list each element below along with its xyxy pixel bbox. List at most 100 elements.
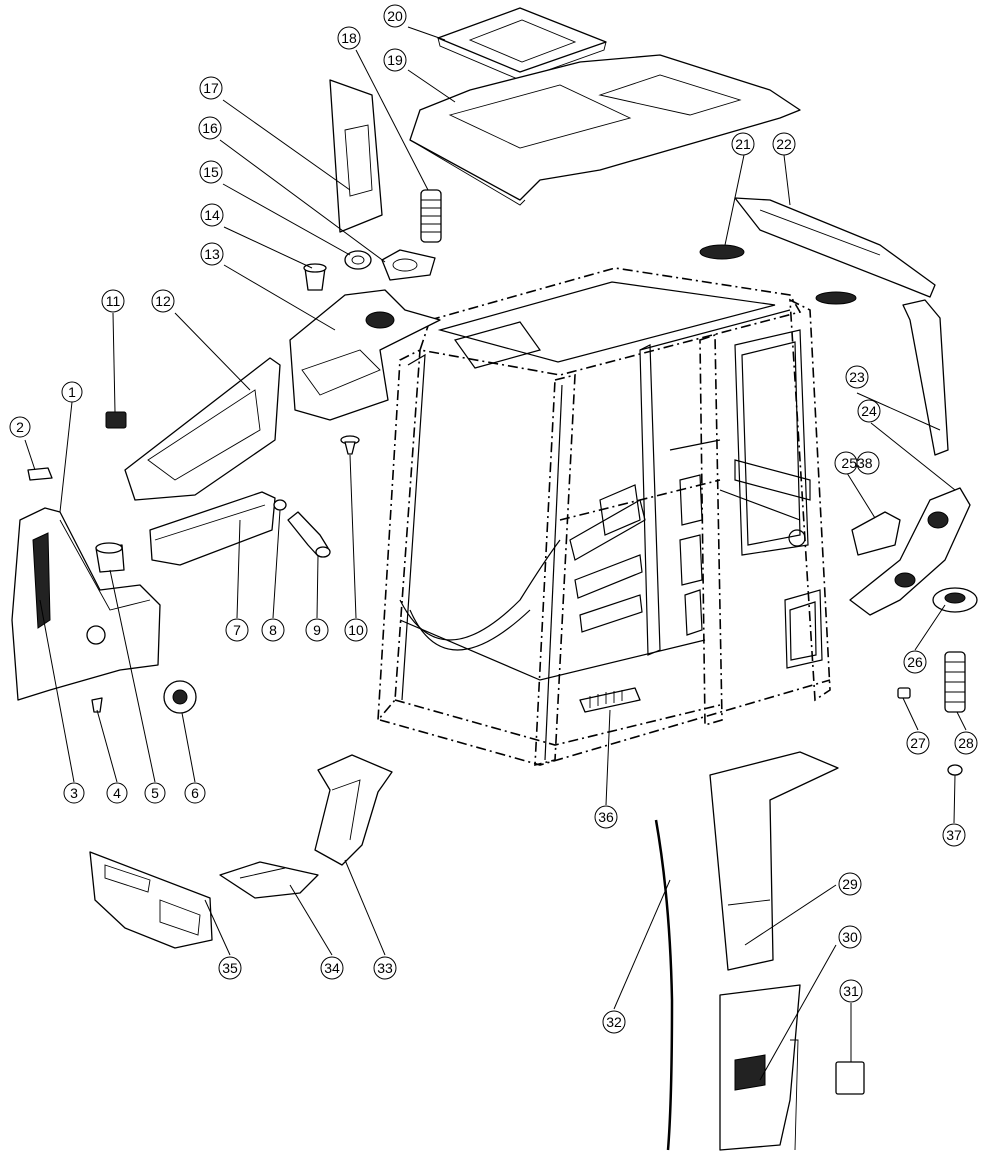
callout-label: 33 <box>377 960 393 976</box>
part-21-dome-lamp <box>699 244 745 260</box>
callout-10: 10 <box>344 618 368 642</box>
callout-5: 5 <box>144 782 166 804</box>
part-6-knob <box>163 680 197 714</box>
callout-28: 28 <box>954 731 978 755</box>
part-11-small-switch <box>105 411 127 429</box>
callout-label: 19 <box>387 52 403 68</box>
part-7-lower-trim-panel <box>149 491 276 566</box>
callout-label: 31 <box>843 983 859 999</box>
callout-label: 1 <box>68 384 76 400</box>
part-33-console-shroud <box>314 754 393 866</box>
callout-31: 31 <box>839 979 863 1003</box>
callout-label: 9 <box>313 622 321 638</box>
callout-8: 8 <box>261 618 285 642</box>
callout-label: 27 <box>910 735 926 751</box>
callout-label: 2538 <box>841 455 872 471</box>
callout-label: 34 <box>324 960 340 976</box>
callout-label: 6 <box>191 785 199 801</box>
part-34-floor-plate <box>219 861 319 899</box>
callout-4: 4 <box>106 782 128 804</box>
callout-label: 26 <box>907 654 923 670</box>
part-37-hose-clamp <box>947 764 963 776</box>
callout-34: 34 <box>320 956 344 980</box>
part-25-38-vent <box>851 511 901 556</box>
callout-label: 20 <box>387 8 403 24</box>
callout-label: 5 <box>151 785 159 801</box>
callout-label: 7 <box>233 622 241 638</box>
callout-label: 2 <box>16 419 24 435</box>
callout-15: 15 <box>199 160 223 184</box>
part-19-roof-panel <box>409 54 801 206</box>
callout-label: 36 <box>598 809 614 825</box>
callout-label: 32 <box>606 1014 622 1030</box>
part-1-left-console-panel <box>11 507 161 701</box>
part-22-header-trim <box>734 197 936 298</box>
cab-frame <box>377 267 831 767</box>
callout-label: 14 <box>204 207 220 223</box>
callout-label: 13 <box>204 246 220 262</box>
part-30-lower-door-panel <box>719 984 801 1151</box>
callout-label: 3 <box>70 785 78 801</box>
part-14-clip <box>303 263 327 291</box>
part-23-rear-pillar-trim <box>902 299 949 456</box>
callout-label: 4 <box>113 785 121 801</box>
callout-2: 2 <box>9 416 31 438</box>
callout-35: 35 <box>218 956 242 980</box>
part-12-side-trim-panel <box>124 357 281 501</box>
part-24-air-duct <box>849 487 971 616</box>
callout-label: 12 <box>155 293 171 309</box>
callout-label: 18 <box>341 30 357 46</box>
callout-label: 35 <box>222 960 238 976</box>
callout-label: 11 <box>106 293 121 309</box>
callout-36: 36 <box>594 805 618 829</box>
callout-label: 15 <box>203 164 219 180</box>
callout-label: 37 <box>946 827 962 843</box>
part-31-square-cap <box>835 1061 865 1095</box>
callout-2538: 2538 <box>834 451 880 475</box>
callout-1: 1 <box>61 381 83 403</box>
callout-label: 10 <box>348 622 364 638</box>
callout-27: 27 <box>906 731 930 755</box>
callout-label: 16 <box>202 120 218 136</box>
callout-30: 30 <box>838 925 862 949</box>
callout-23: 23 <box>845 365 869 389</box>
leader-lines <box>24 26 967 1081</box>
part-10-screw <box>340 435 360 455</box>
callout-14: 14 <box>200 203 224 227</box>
part-20-roof-hatch-frame <box>437 7 607 81</box>
callout-16: 16 <box>198 116 222 140</box>
part-26-vent-bowl <box>932 587 978 613</box>
callout-7: 7 <box>225 618 249 642</box>
part-35-floor-mat <box>89 851 213 949</box>
callout-12: 12 <box>151 289 175 313</box>
part-16-air-vent <box>381 249 436 281</box>
callout-24: 24 <box>857 399 881 423</box>
part-5-cup-holder <box>95 542 125 573</box>
callout-label: 23 <box>849 369 865 385</box>
callout-17: 17 <box>199 76 223 100</box>
callout-label: 17 <box>203 80 219 96</box>
callout-label: 30 <box>842 929 858 945</box>
callout-9: 9 <box>305 618 329 642</box>
part-8-hose-clamp <box>273 499 287 511</box>
callout-bubble <box>834 451 858 475</box>
callout-label: 21 <box>735 136 751 152</box>
part-9-elbow-hose <box>287 511 331 558</box>
part-17-pillar-trim <box>329 79 383 233</box>
callout-19: 19 <box>383 48 407 72</box>
part-27-plug <box>897 687 911 699</box>
callout-37: 37 <box>942 823 966 847</box>
callout-label: 28 <box>958 735 974 751</box>
part-13-upper-side-panel <box>289 289 441 421</box>
callout-18: 18 <box>337 26 361 50</box>
callout-6: 6 <box>184 782 206 804</box>
part-18-duct-hose <box>420 189 442 243</box>
part-15-round-cap <box>344 250 372 270</box>
callout-label: 24 <box>861 403 877 419</box>
part-36-floor-grille <box>579 687 641 713</box>
callout-13: 13 <box>200 242 224 266</box>
part-4-clip <box>91 697 103 713</box>
callout-22: 22 <box>772 132 796 156</box>
callout-label: 22 <box>776 136 792 152</box>
